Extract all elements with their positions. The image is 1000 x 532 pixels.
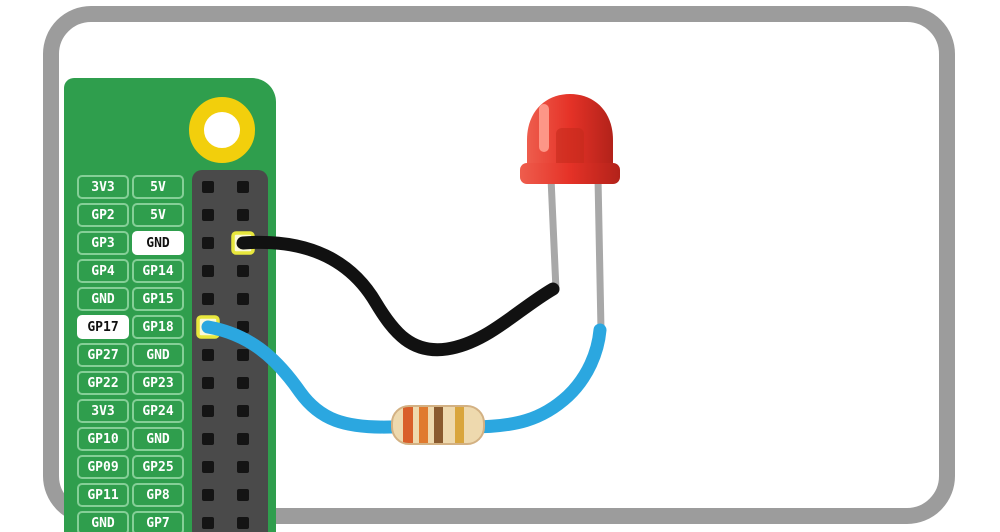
header-pin — [202, 461, 214, 473]
pin-row: GP27 GND — [77, 343, 197, 367]
pin-label: GP25 — [132, 455, 184, 479]
header-pin — [237, 321, 249, 333]
header-pin — [202, 265, 214, 277]
pin-label-gnd-highlight: GND — [132, 231, 184, 255]
pin-row: 3V3 GP24 — [77, 399, 197, 423]
header-pin — [202, 517, 214, 529]
pin-label: GP11 — [77, 483, 129, 507]
header-pin — [202, 293, 214, 305]
pin-label: GP18 — [132, 315, 184, 339]
header-pin — [202, 433, 214, 445]
pin-label: GP8 — [132, 483, 184, 507]
pin-row: 3V3 5V — [77, 175, 197, 199]
pin-row: GP17 GP18 — [77, 315, 197, 339]
pin-label: 3V3 — [77, 175, 129, 199]
header-pin — [237, 489, 249, 501]
header-pin — [202, 237, 214, 249]
pin-label: 3V3 — [77, 399, 129, 423]
pin-row: GP22 GP23 — [77, 371, 197, 395]
pin-row: GP11 GP8 — [77, 483, 197, 507]
gpio-pin-header — [192, 170, 268, 532]
pin-label: GP15 — [132, 287, 184, 311]
header-pin — [237, 433, 249, 445]
header-pin — [237, 209, 249, 221]
header-pin — [237, 181, 249, 193]
pin-label: GP7 — [132, 511, 184, 532]
pin-label: GP23 — [132, 371, 184, 395]
pin-row: GP3 GND — [77, 231, 197, 255]
pin-label: GP4 — [77, 259, 129, 283]
header-pin — [237, 349, 249, 361]
pin-row: GND GP7 — [77, 511, 197, 532]
header-pin — [237, 377, 249, 389]
mounting-hole — [189, 97, 255, 163]
pin-label: GP22 — [77, 371, 129, 395]
header-pin — [202, 181, 214, 193]
header-pin — [202, 377, 214, 389]
pin-label-gp17-highlight: GP17 — [77, 315, 129, 339]
header-pin — [202, 405, 214, 417]
pin-label: GP10 — [77, 427, 129, 451]
pin-label: 5V — [132, 203, 184, 227]
pin-label: GND — [77, 511, 129, 532]
raspberry-pi-board: 3V3 5V GP2 5V GP3 GND GP4 GP14 GND GP15 … — [64, 78, 276, 532]
pin-label: GP24 — [132, 399, 184, 423]
pin-label-grid: 3V3 5V GP2 5V GP3 GND GP4 GP14 GND GP15 … — [77, 175, 197, 532]
pin-label: GND — [132, 343, 184, 367]
pin-row: GP2 5V — [77, 203, 197, 227]
pin-row: GP4 GP14 — [77, 259, 197, 283]
header-pin — [202, 209, 214, 221]
header-pin — [202, 321, 214, 333]
pin-row: GND GP15 — [77, 287, 197, 311]
pin-label: GP14 — [132, 259, 184, 283]
pin-label: GP09 — [77, 455, 129, 479]
pin-row: GP10 GND — [77, 427, 197, 451]
pin-label: GND — [77, 287, 129, 311]
header-pin — [237, 237, 249, 249]
pin-label: GP3 — [77, 231, 129, 255]
header-pin — [237, 265, 249, 277]
pin-label: 5V — [132, 175, 184, 199]
pin-row: GP09 GP25 — [77, 455, 197, 479]
header-pin — [202, 349, 214, 361]
pin-label: GND — [132, 427, 184, 451]
pin-label: GP2 — [77, 203, 129, 227]
header-pin — [237, 517, 249, 529]
header-pin — [237, 293, 249, 305]
header-pin — [237, 461, 249, 473]
header-pin — [237, 405, 249, 417]
header-pin — [202, 489, 214, 501]
pin-label: GP27 — [77, 343, 129, 367]
